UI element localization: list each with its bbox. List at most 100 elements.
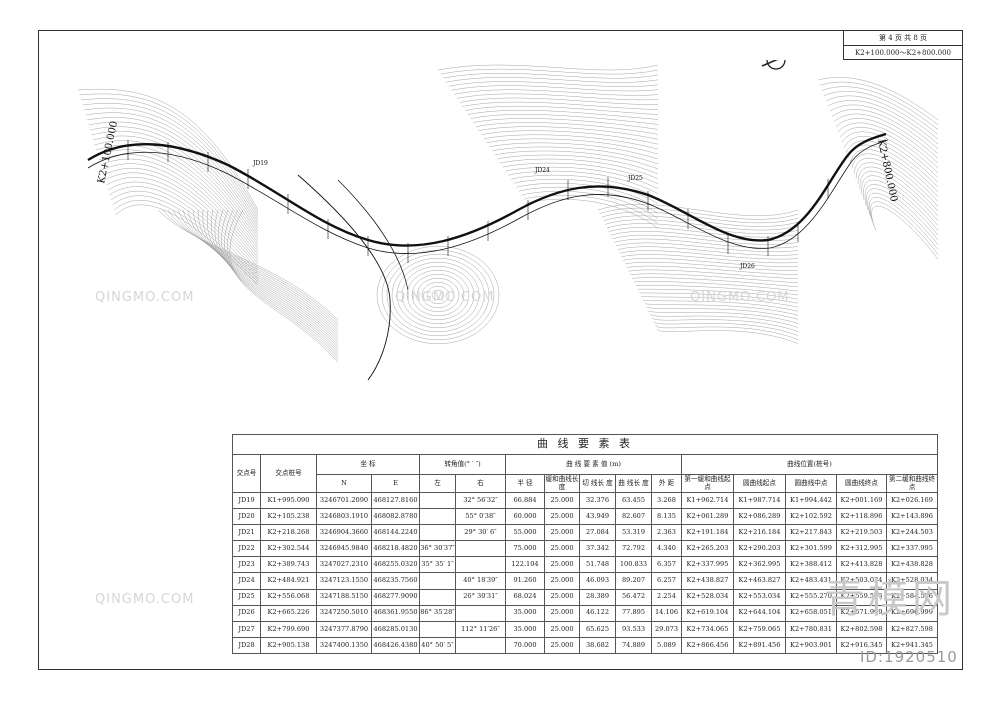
table-cell: 75.000: [505, 540, 545, 558]
table-cell: K1+995.090: [260, 491, 317, 510]
table-cell: 468277.9090: [371, 588, 420, 606]
road-plan-view: K2+100.000 K2+800.000 JD19 JD24 JD25 JD2…: [77, 60, 939, 381]
table-cell: K2+026.169: [886, 491, 938, 510]
table-cell: K2+556.068: [260, 588, 317, 606]
table-cell: 60.000: [505, 508, 545, 526]
table-cell: 25.000: [544, 620, 580, 638]
table-cell: 100.833: [615, 556, 652, 574]
col-header: 坐 标: [316, 454, 420, 475]
terrain-contours: [77, 64, 939, 363]
table-cell: K2+362.995: [733, 556, 786, 574]
table-cell: 68.024: [505, 588, 545, 606]
col-header: 曲线位置(桩号): [681, 454, 938, 475]
table-cell: 25.000: [544, 508, 580, 526]
table-cell: K1+987.714: [733, 491, 786, 510]
table-cell: JD20: [232, 508, 261, 526]
col-header: 右: [455, 474, 506, 493]
north-arrow-icon: [761, 60, 786, 70]
watermark-logo: 青模网: [824, 576, 956, 622]
table-cell: K1+962.714: [681, 491, 734, 510]
table-cell: K2+903.901: [785, 636, 837, 654]
table-cell: K2+337.995: [681, 556, 734, 574]
col-header: N: [316, 474, 372, 493]
drawing-frame: [38, 30, 963, 670]
table-cell: 3247250.5010: [316, 604, 372, 622]
stake-ticks: [127, 140, 829, 263]
table-cell: 43.949: [579, 508, 616, 526]
table-cell: 77.895: [615, 604, 652, 622]
table-cell: K2+218.268: [260, 524, 317, 542]
table-cell: 70.000: [505, 636, 545, 654]
table-cell: 8.135: [651, 508, 682, 526]
table-cell: K2+191.184: [681, 524, 734, 542]
table-cell: K2+644.104: [733, 604, 786, 622]
table-cell: 55° 0′38″: [455, 508, 506, 526]
table-cell: K2+118.896: [836, 508, 887, 526]
table-cell: 29° 30′ 6″: [455, 524, 506, 542]
table-cell: 89.207: [615, 572, 652, 590]
table-cell: 32.376: [579, 491, 616, 510]
table-cell: K2+905.138: [260, 636, 317, 654]
jd-label: JD24: [534, 167, 550, 174]
table-cell: 55.000: [505, 524, 545, 542]
table-cell: 25.000: [544, 491, 580, 510]
col-header: 圆曲线起点: [733, 474, 786, 493]
table-cell: [455, 604, 506, 622]
table-cell: 468144.2240: [371, 524, 420, 542]
table-cell: K2+665.226: [260, 604, 317, 622]
col-header: 曲 线 要 素 值 (m): [505, 454, 682, 475]
table-cell: 112° 11′26″: [455, 620, 506, 638]
table-cell: K2+001.169: [836, 491, 887, 510]
svg-text:K2+800.000: K2+800.000: [875, 138, 899, 202]
table-cell: 91.260: [505, 572, 545, 590]
table-cell: K2+916.345: [836, 636, 887, 654]
table-cell: 38.682: [579, 636, 616, 654]
table-cell: 93.533: [615, 620, 652, 638]
table-cell: 14.106: [651, 604, 682, 622]
table-cell: 468255.0320: [371, 556, 420, 574]
table-cell: K2+759.065: [733, 620, 786, 638]
table-title: 曲 线 要 素 表: [232, 434, 938, 455]
table-cell: 6.357: [651, 556, 682, 574]
jd-label: JD26: [739, 263, 755, 270]
table-cell: [419, 620, 456, 638]
watermark-text: QINGMO.COM: [95, 290, 195, 305]
table-cell: 3246904.3660: [316, 524, 372, 542]
table-cell: [455, 636, 506, 654]
table-cell: 468235.7560: [371, 572, 420, 590]
table-cell: [419, 588, 456, 606]
jd-label: JD25: [627, 175, 643, 182]
table-cell: 2.363: [651, 524, 682, 542]
table-cell: 36° 30′37″: [419, 540, 456, 558]
table-cell: K2+941.345: [886, 636, 938, 654]
table-cell: K2+312.995: [836, 540, 887, 558]
table-cell: JD24: [232, 572, 261, 590]
table-cell: 25.000: [544, 556, 580, 574]
table-cell: [455, 540, 506, 558]
table-cell: 29.073: [651, 620, 682, 638]
watermark-text: QINGMO.COM: [395, 290, 495, 305]
table-cell: 122.104: [505, 556, 545, 574]
table-cell: 25.000: [544, 604, 580, 622]
table-cell: K2+216.184: [733, 524, 786, 542]
table-cell: 65.625: [579, 620, 616, 638]
table-cell: 468285.0130: [371, 620, 420, 638]
table-cell: 53.319: [615, 524, 652, 542]
table-cell: JD21: [232, 524, 261, 542]
table-cell: [419, 572, 456, 590]
table-cell: 66.884: [505, 491, 545, 510]
col-header: E: [371, 474, 420, 493]
table-cell: 82.607: [615, 508, 652, 526]
table-cell: 25.000: [544, 572, 580, 590]
title-block: 第 4 页 共 8 页 K2+100.000～K2+800.000: [843, 30, 963, 60]
table-cell: 468127.8160: [371, 491, 420, 510]
table-cell: 468082.8780: [371, 508, 420, 526]
table-cell: K2+143.896: [886, 508, 938, 526]
table-cell: JD27: [232, 620, 261, 638]
